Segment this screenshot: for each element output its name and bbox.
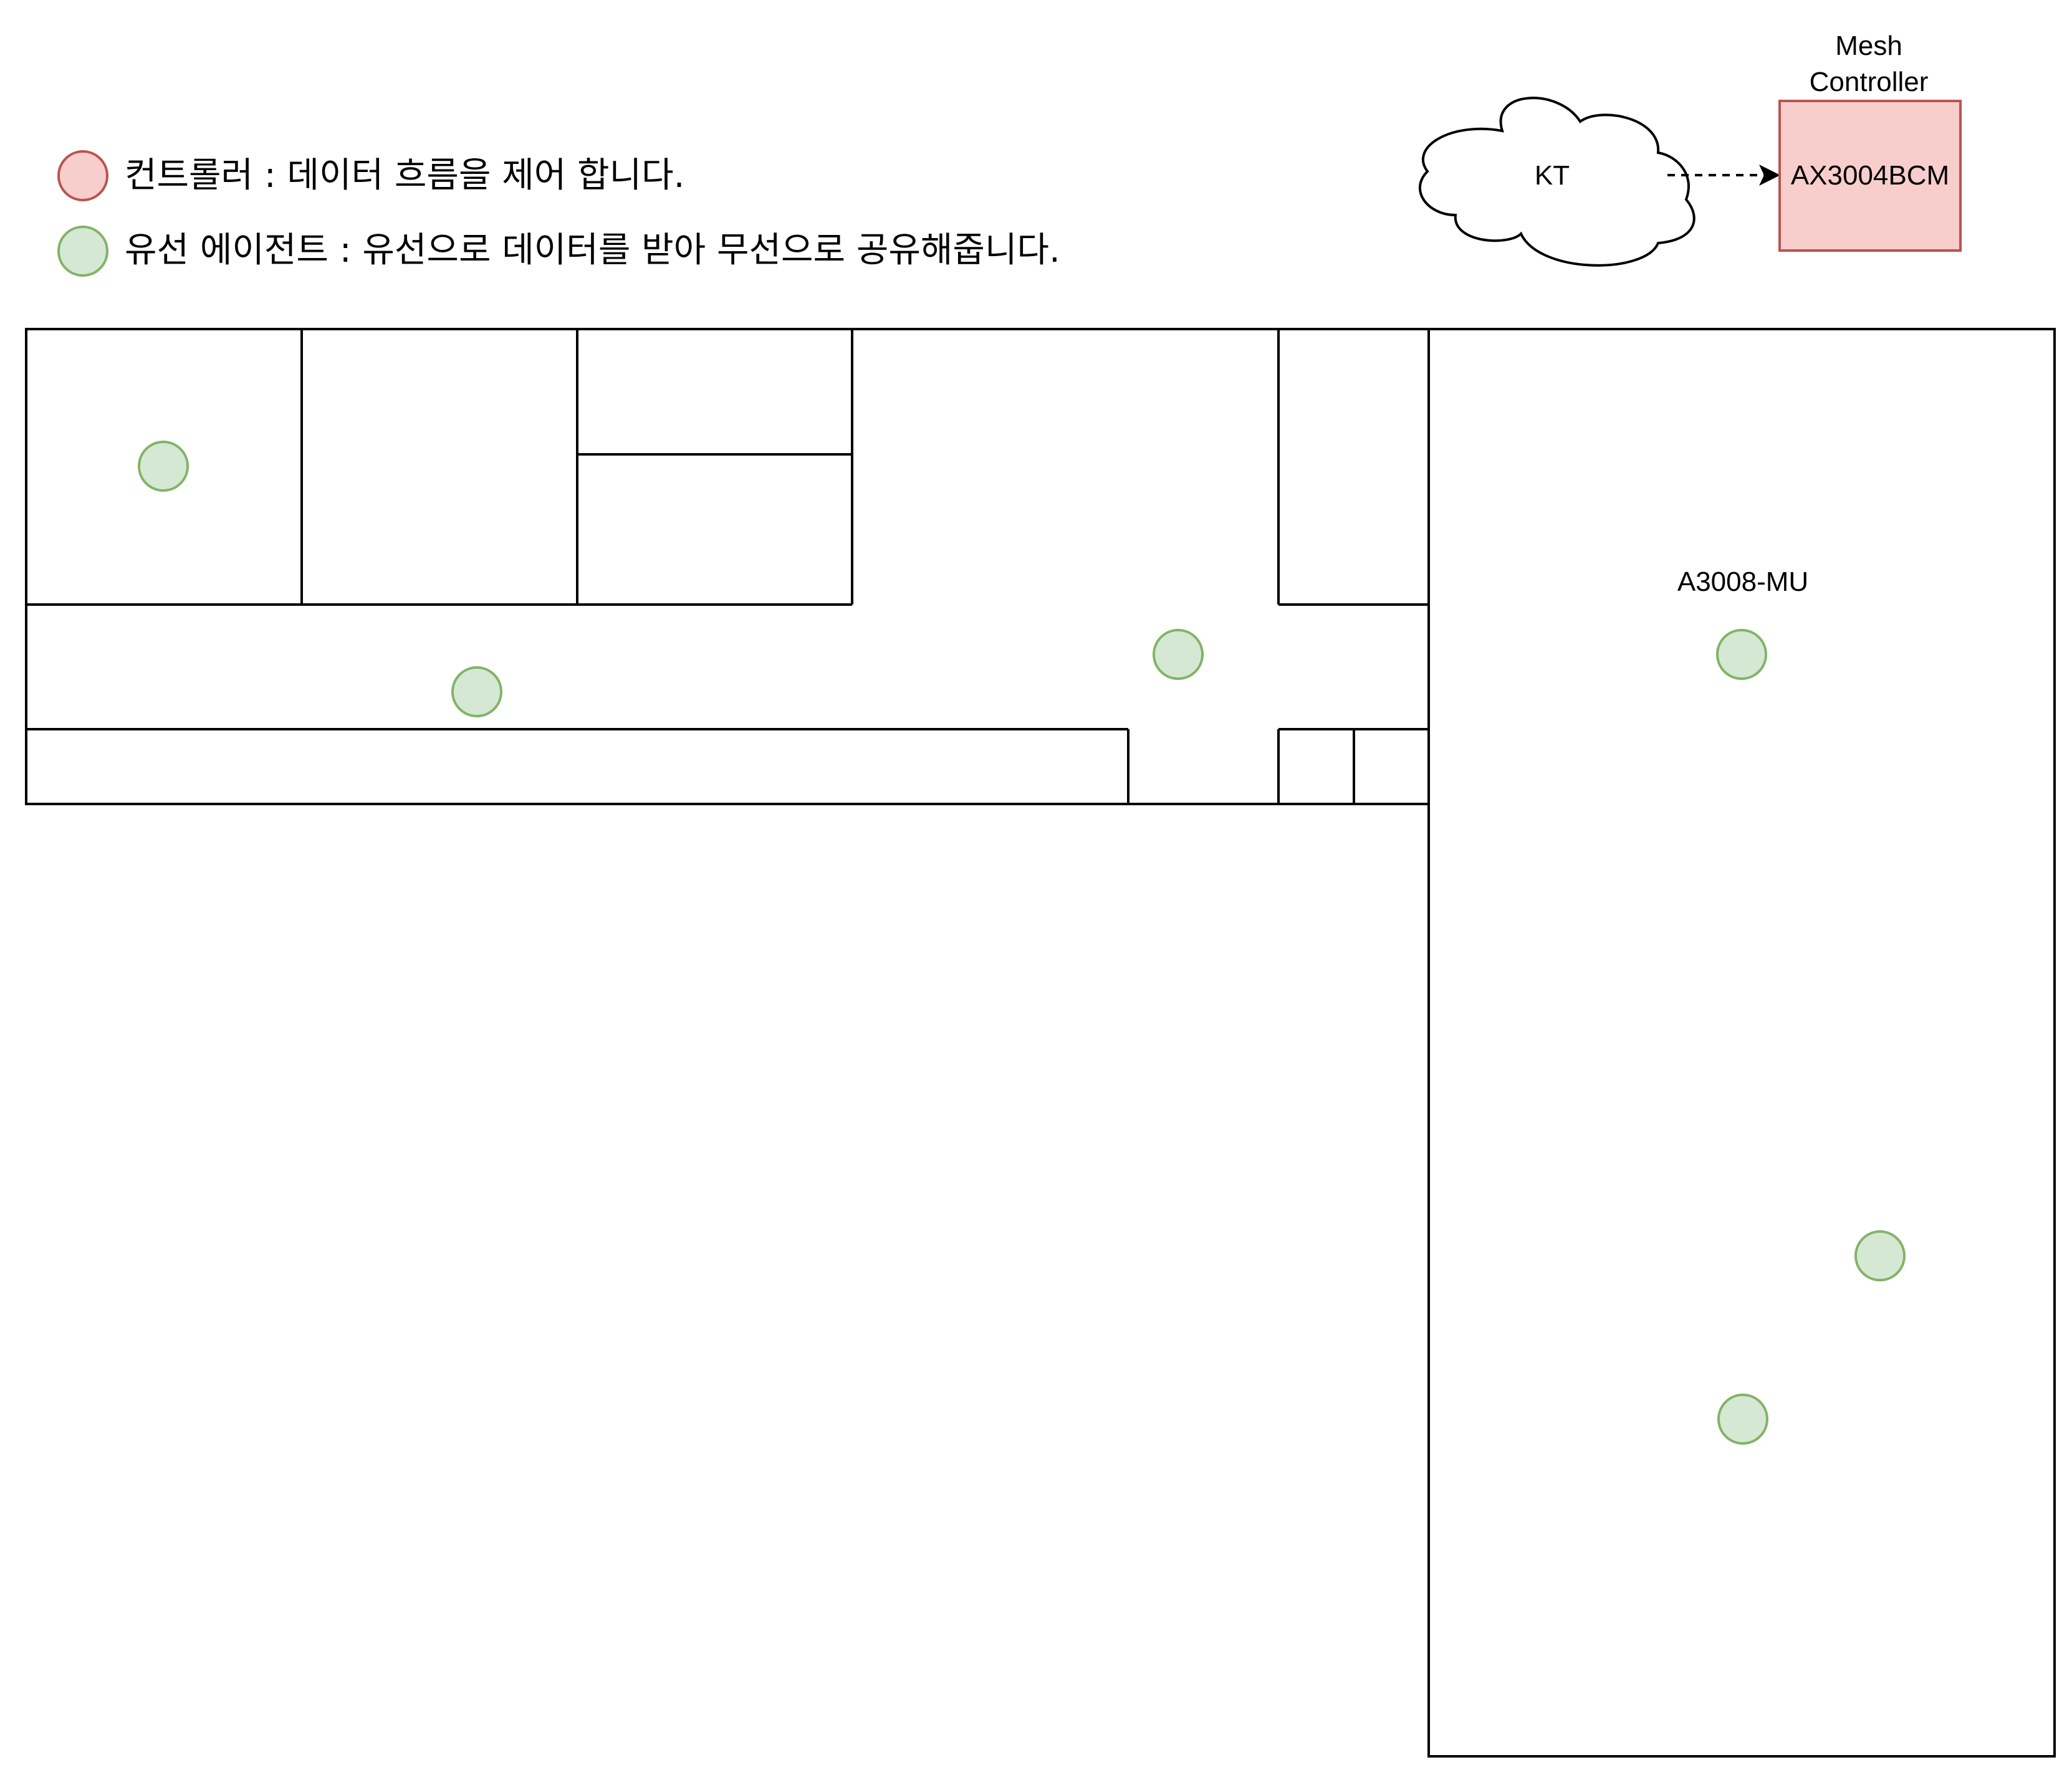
cloud-shape xyxy=(1419,97,1695,267)
controller-caption-line1: Mesh xyxy=(1835,31,1902,61)
controller-model: AX3004BCM xyxy=(1791,160,1949,191)
wired-agent-marker xyxy=(1854,1230,1906,1281)
wired-agent-marker xyxy=(1716,629,1767,680)
room-label: A3008-MU xyxy=(1677,567,1808,597)
wired-agents xyxy=(138,441,1906,1445)
controller-box xyxy=(1778,100,1962,252)
wired-agent-marker xyxy=(138,441,189,492)
cloud-label: KT xyxy=(1535,160,1570,191)
building-outline xyxy=(25,328,2056,1758)
legend-agent-text: 유선 에이전트 : 유선으로 데이터를 받아 무선으로 공유해줍니다. xyxy=(125,230,1060,270)
connection-arrow xyxy=(1667,165,1780,186)
wired-agent-marker xyxy=(1717,1394,1768,1445)
legend-controller-text: 컨트롤러 : 데이터 흐름을 제어 합니다. xyxy=(125,155,684,196)
legend-agent-marker xyxy=(57,226,108,277)
legend: 컨트롤러 : 데이터 흐름을 제어 합니다. 유선 에이전트 : 유선으로 데이… xyxy=(57,150,1060,277)
wired-agent-marker xyxy=(451,666,502,717)
controller-caption-line2: Controller xyxy=(1810,67,1929,97)
mesh-controller: Mesh Controller AX3004BCM xyxy=(1778,31,1962,252)
wired-agent-marker xyxy=(1153,629,1204,680)
legend-controller-marker xyxy=(57,150,108,201)
floor-plan xyxy=(25,328,2056,1758)
arrow-head xyxy=(1759,165,1780,186)
kt-cloud: KT xyxy=(1419,97,1695,267)
